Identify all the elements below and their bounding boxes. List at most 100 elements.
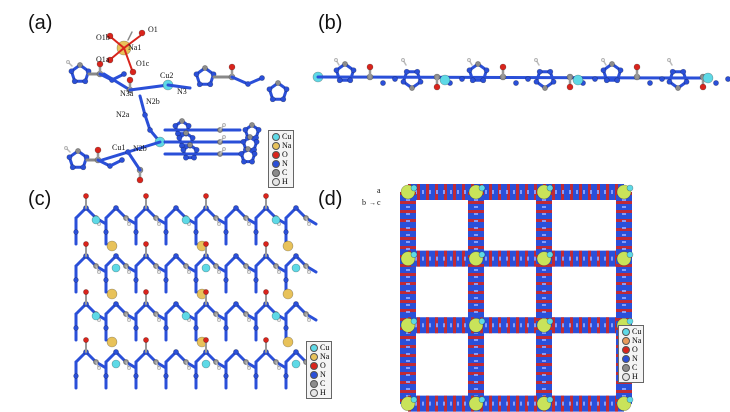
atom — [293, 205, 299, 211]
oxygen-atom — [203, 241, 209, 247]
carbon-atom — [75, 148, 81, 154]
legend-label: H — [320, 388, 326, 397]
legend-swatch-o — [310, 361, 318, 370]
carbon-atom — [342, 61, 348, 67]
oxygen-atom — [203, 289, 209, 295]
oxygen-atom — [106, 56, 114, 64]
hydrogen-atom — [667, 58, 671, 62]
panel-label-c: (c) — [28, 188, 52, 210]
atom — [133, 373, 139, 379]
nitrogen-atom — [182, 154, 189, 161]
nitrogen-atom — [253, 138, 260, 145]
atom — [525, 76, 531, 82]
atom — [592, 76, 598, 82]
oxygen-atom — [143, 241, 149, 247]
panel-label-a: (a) — [28, 12, 53, 34]
oxygen-atom — [138, 29, 146, 37]
atom — [103, 277, 109, 283]
legend-item-c: C — [310, 379, 329, 388]
legend-label: Na — [282, 141, 292, 150]
copper-atom — [546, 184, 554, 192]
nitrogen-atom — [333, 67, 340, 74]
hydrogen-atom — [157, 270, 161, 274]
copper-atom — [291, 263, 301, 273]
atom — [133, 325, 139, 331]
hydrogen-atom — [222, 135, 226, 139]
nitrogen-atom — [69, 164, 76, 171]
copper-atom — [201, 263, 211, 273]
atom — [713, 80, 719, 86]
nitrogen-atom — [403, 68, 410, 75]
copper-atom — [702, 72, 714, 84]
nitrogen-atom — [350, 67, 357, 74]
atom — [73, 373, 79, 379]
copper-atom — [181, 311, 191, 321]
copper-atom — [291, 359, 301, 369]
legend-item-h: H — [310, 388, 329, 397]
bond — [127, 31, 133, 41]
legend-label: Cu — [320, 343, 330, 352]
hydrogen-atom — [277, 366, 281, 370]
hydrogen-atom — [307, 270, 311, 274]
sodium-atom — [282, 288, 294, 300]
copper-atom — [439, 74, 451, 86]
atom — [293, 253, 299, 259]
atom-label: N3a — [120, 89, 134, 98]
nitrogen-atom — [603, 77, 610, 84]
nitrogen-atom — [269, 96, 276, 103]
hydrogen-atom — [534, 58, 538, 62]
legend-swatch-n — [310, 370, 318, 379]
nitrogen-atom — [68, 68, 75, 75]
legend-item-h: H — [622, 372, 641, 381]
hydrogen-atom — [247, 318, 251, 322]
hydrogen-atom — [217, 318, 221, 322]
atom — [73, 277, 79, 283]
copper-atom — [546, 317, 554, 325]
legend-label: O — [320, 361, 326, 370]
hydrogen-atom — [247, 270, 251, 274]
oxygen-atom — [633, 63, 641, 71]
hydrogen-atom — [66, 60, 70, 64]
legend-label: N — [632, 354, 638, 363]
legend-label: Na — [632, 336, 642, 345]
legend-swatch-na — [272, 141, 280, 150]
legend-label: Cu — [632, 327, 642, 336]
atom-label: N3 — [177, 87, 187, 96]
atom-label: O1a — [96, 55, 110, 64]
nitrogen-atom — [617, 67, 624, 74]
legend-swatch-c — [310, 379, 318, 388]
panel-d-framework — [400, 184, 634, 412]
atom-label: N2a — [116, 110, 130, 119]
atom — [283, 277, 289, 283]
bond — [128, 83, 170, 92]
copper-atom — [478, 251, 486, 258]
legend-label: H — [282, 177, 288, 186]
oxygen-atom — [263, 337, 269, 343]
oxygen-atom — [263, 193, 269, 199]
oxygen-atom — [106, 32, 114, 40]
copper-atom — [111, 263, 121, 273]
atom — [253, 373, 259, 379]
atom — [73, 229, 79, 235]
atom-label: N2b — [146, 97, 160, 106]
legend-label: Na — [320, 352, 330, 361]
nitrogen-atom — [283, 86, 290, 93]
atom-label: N2b — [133, 144, 147, 153]
atom — [133, 277, 139, 283]
nitrogen-atom — [550, 78, 557, 85]
atom — [113, 253, 119, 259]
copper-atom — [91, 215, 101, 225]
sodium-atom — [106, 240, 118, 252]
nitrogen-atom — [189, 134, 196, 141]
hydrogen-atom — [247, 366, 251, 370]
atom-label: O1 — [148, 25, 158, 34]
nitrogen-atom — [66, 154, 73, 161]
atom — [133, 229, 139, 235]
hydrogen-atom — [97, 270, 101, 274]
atom — [513, 80, 519, 86]
hydrogen-atom — [334, 58, 338, 62]
legend-swatch-cu — [272, 132, 280, 141]
hydrogen-atom — [217, 270, 221, 274]
